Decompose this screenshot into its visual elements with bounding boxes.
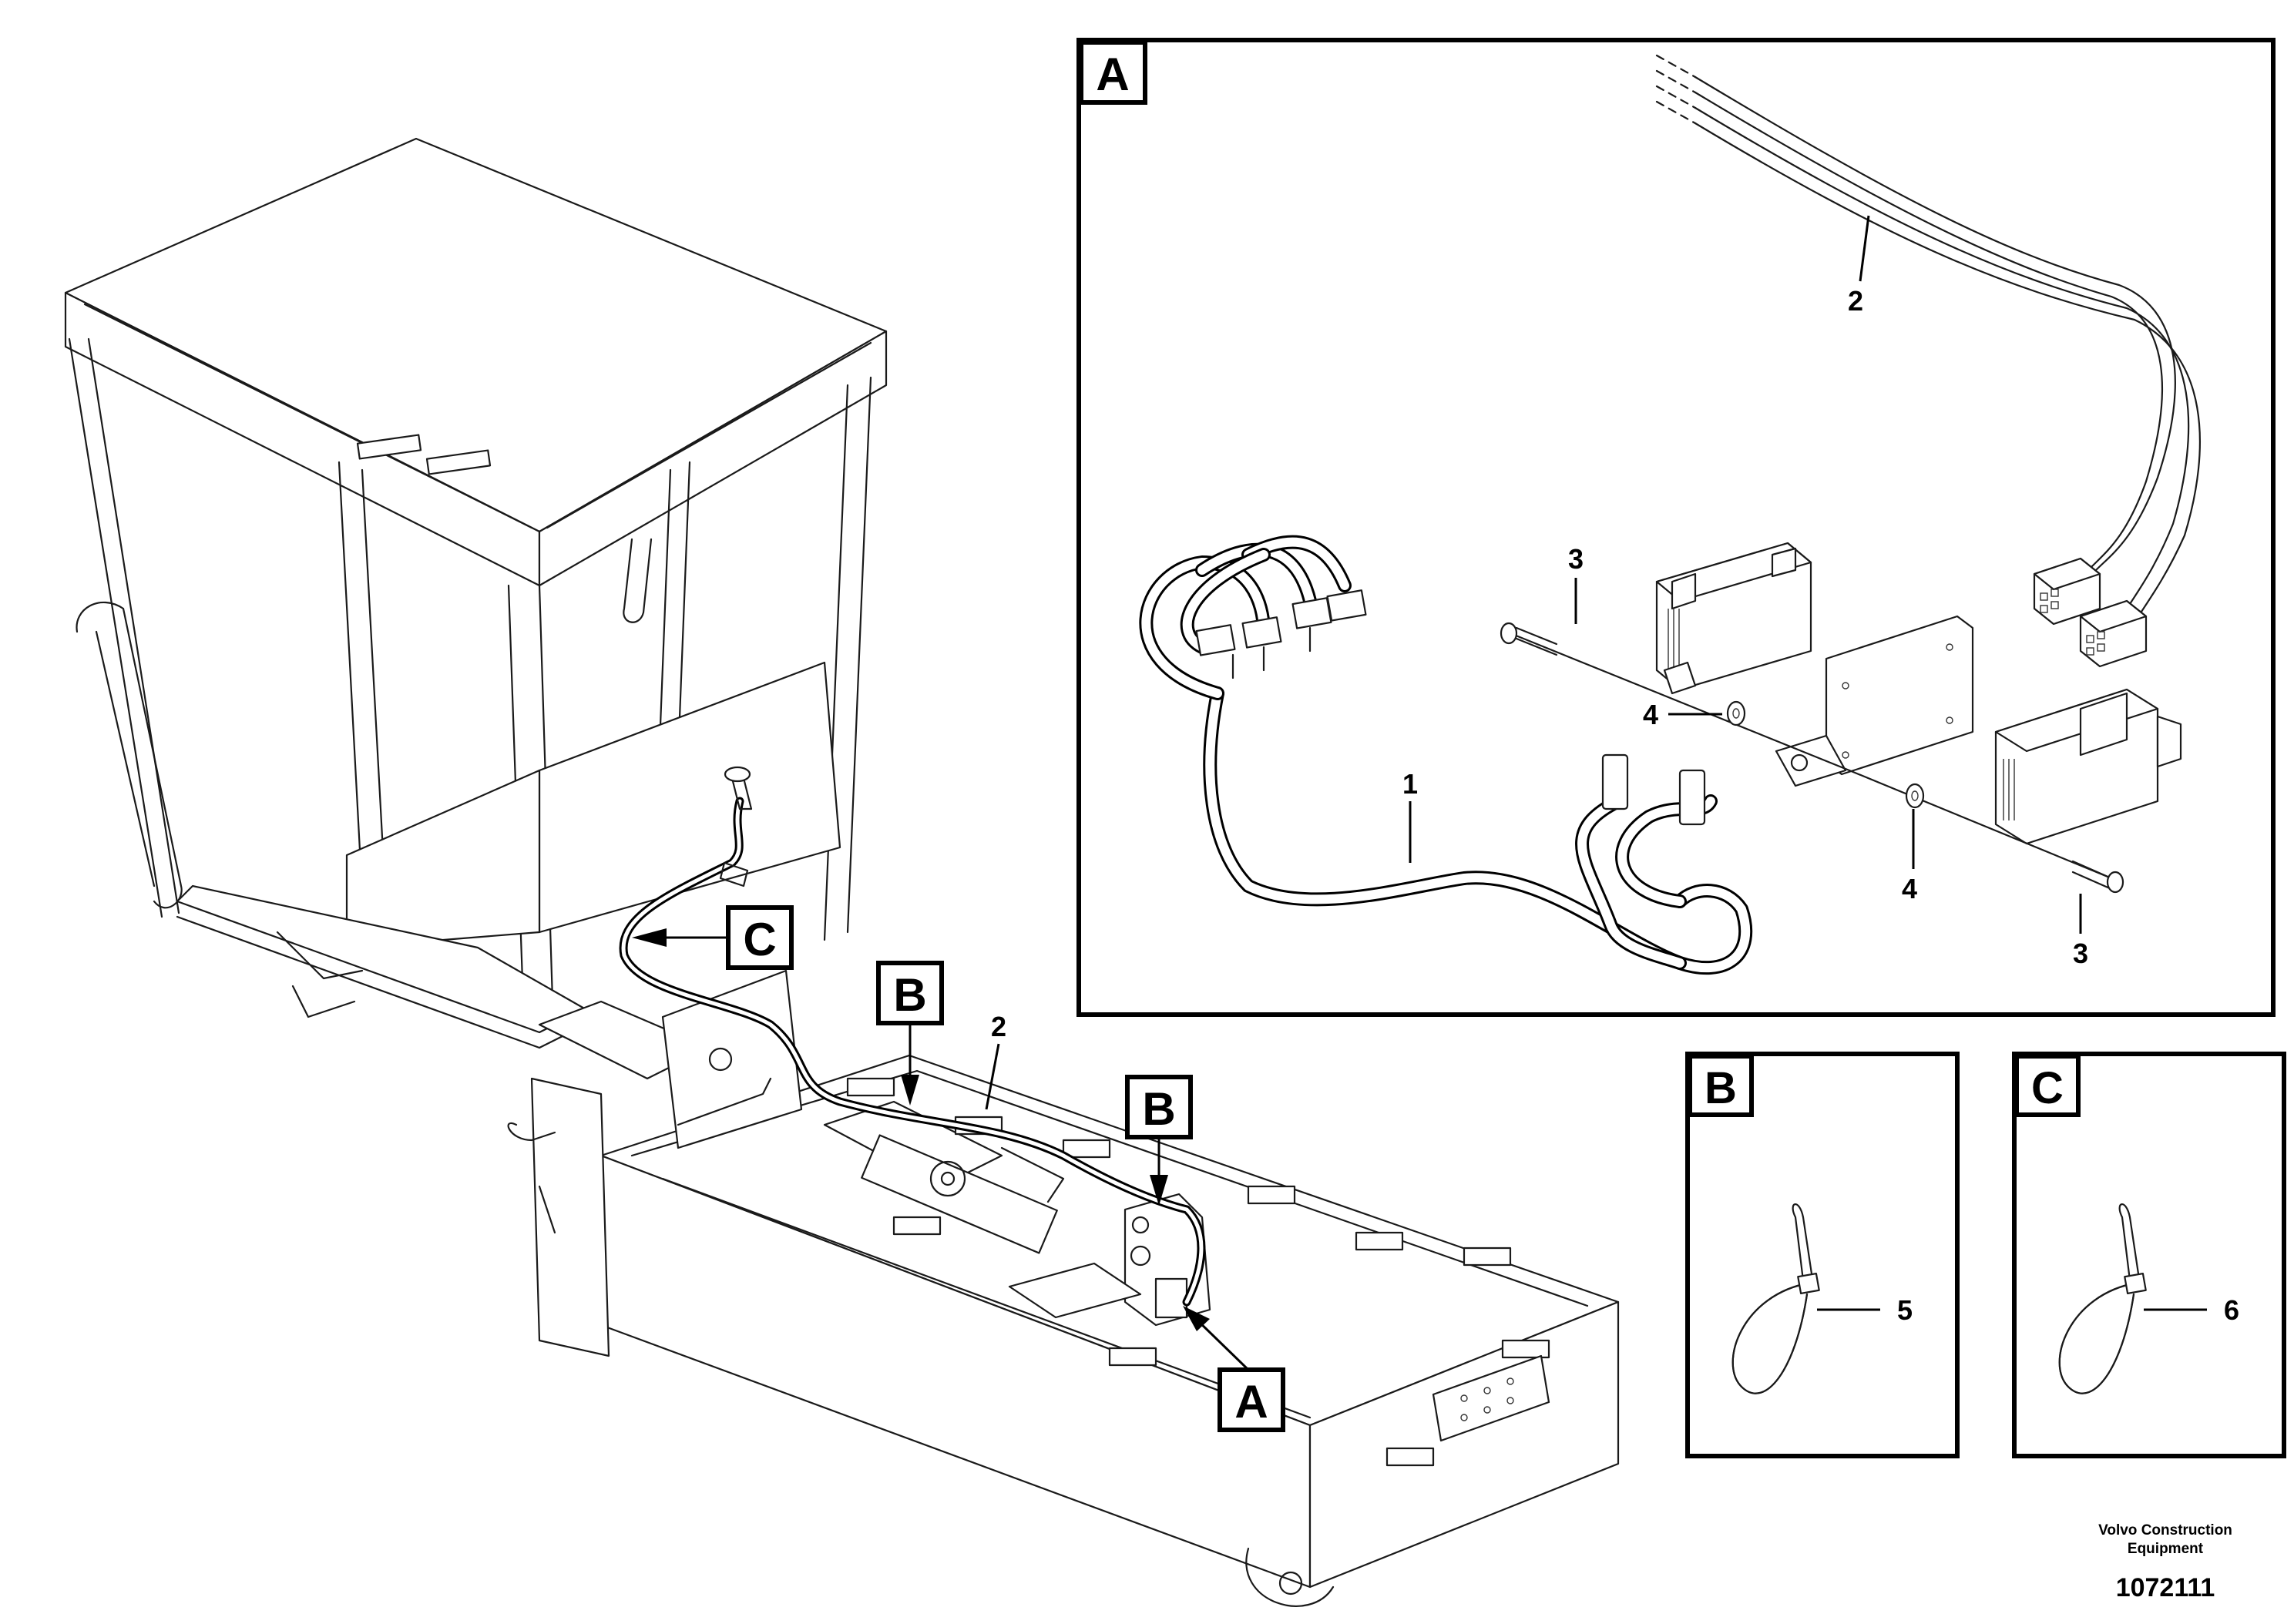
callout-a-main-label: A (1234, 1376, 1268, 1428)
screws-washers (1500, 622, 2124, 894)
svg-text:5: 5 (1897, 1294, 1913, 1326)
cable-tie-item-5: 5 (1731, 1203, 1913, 1394)
svg-text:2: 2 (1848, 285, 1863, 317)
svg-text:3: 3 (2073, 938, 2088, 969)
callout-c-main[interactable]: C (632, 905, 794, 970)
svg-text:1: 1 (1402, 768, 1418, 800)
harness-item-2 (1655, 54, 2201, 668)
label-item-1: 1 (1402, 768, 1418, 863)
label-item-4-left: 4 (1643, 699, 1722, 730)
drawing-footer: Volvo Construction Equipment 1072111 (2098, 1522, 2232, 1602)
svg-text:4: 4 (1902, 873, 1917, 904)
detail-b-letter: B (1705, 1063, 1737, 1113)
company-name-line2: Equipment (2128, 1541, 2204, 1557)
detail-c-letter: C (2031, 1063, 2064, 1113)
control-unit-upper (1655, 542, 1812, 695)
label-item-3-bottom: 3 (2073, 894, 2088, 969)
mounting-bracket (1775, 615, 1974, 787)
detail-c-panel: C 6 (2012, 1052, 2286, 1458)
control-unit-lower (1994, 688, 2182, 845)
detail-b-panel: B 5 (1685, 1052, 1960, 1458)
item-1-connectors (1195, 589, 1367, 679)
callout-b-main-1-label: B (893, 969, 926, 1021)
svg-text:4: 4 (1643, 699, 1658, 730)
callout-a-main[interactable]: A (1183, 1306, 1285, 1432)
callout-b-main-2-label: B (1142, 1083, 1175, 1135)
detail-a-letter: A (1096, 49, 1129, 100)
label-item-4-bottom: 4 (1902, 809, 1917, 904)
svg-text:3: 3 (1568, 543, 1584, 575)
svg-text:6: 6 (2224, 1294, 2239, 1326)
label-item-2: 2 (1848, 215, 1870, 317)
drawing-number: 1072111 (2116, 1573, 2215, 1602)
machine-frame-drawing (64, 137, 1620, 1607)
label-item-3-top: 3 (1568, 543, 1584, 624)
callout-c-main-label: C (743, 914, 776, 965)
callout-b-main-1[interactable]: B (876, 961, 944, 1106)
detail-a-panel: A (1076, 38, 2276, 1017)
callout-b-main-2[interactable]: B (1125, 1075, 1193, 1206)
cable-tie-item-6: 6 (2058, 1203, 2239, 1394)
company-name-line1: Volvo Construction (2098, 1522, 2232, 1538)
harness-item-1 (1139, 535, 1753, 975)
callout-item-2-main: 2 (985, 1011, 1006, 1110)
svg-text:2: 2 (991, 1011, 1006, 1042)
